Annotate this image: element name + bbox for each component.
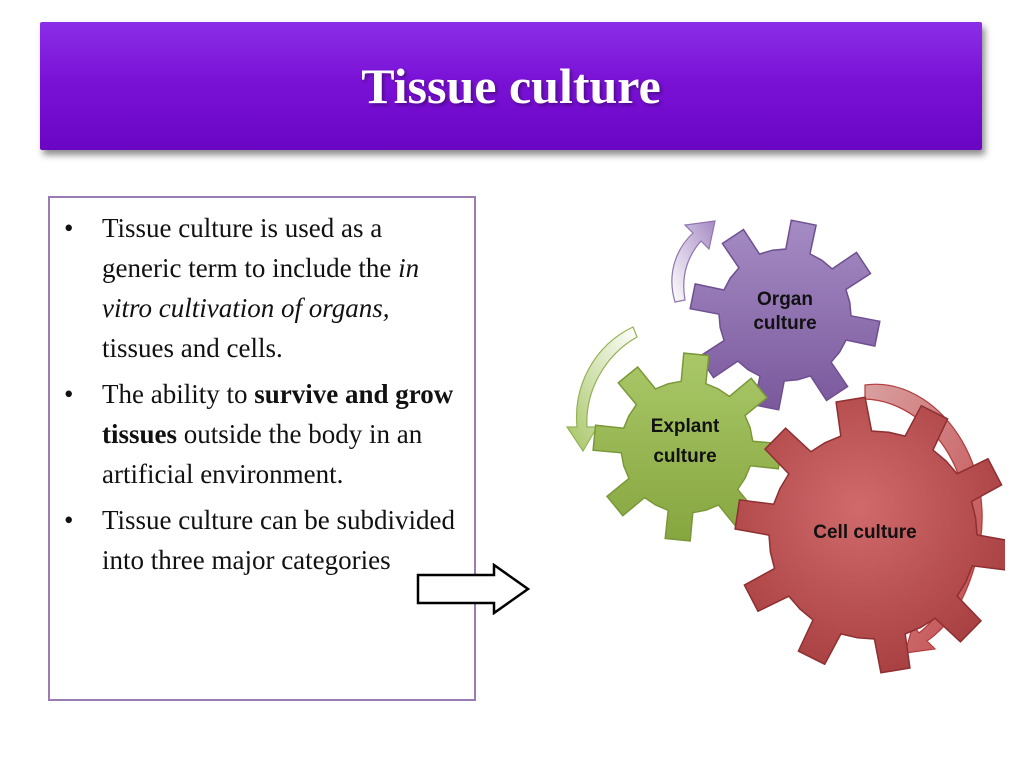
right-arrow-icon — [416, 563, 531, 615]
gear-diagram: Organ culture Explant culture Cell cultu… — [565, 219, 1005, 674]
bullet-3-text: Tissue culture can be subdivided into th… — [102, 505, 455, 575]
slide-title: Tissue culture — [361, 58, 661, 114]
cell-label: Cell culture — [813, 522, 916, 543]
bullet-item-2: • The ability to survive and grow tissue… — [60, 374, 466, 494]
bullet-2-text-a: The ability to — [102, 379, 255, 409]
bullet-marker: • — [64, 213, 74, 243]
bullet-text-box: • Tissue culture is used as a generic te… — [48, 196, 476, 701]
bullet-item-1: • Tissue culture is used as a generic te… — [60, 208, 466, 368]
bullet-1-text-a: Tissue culture is used as a generic term… — [102, 213, 399, 283]
bullet-1-italic: in vitro cultivation of organs, — [102, 253, 420, 323]
red-cycle-arrow — [864, 383, 983, 654]
organ-culture-gear — [689, 219, 881, 411]
cell-culture-gear — [734, 396, 1005, 674]
bullet-2-text-b: outside the body in an artificial enviro… — [102, 419, 423, 489]
title-bar: Tissue culture — [40, 22, 982, 150]
purple-cycle-arrow — [671, 220, 716, 303]
explant-label-line2: culture — [653, 446, 716, 467]
bullet-marker: • — [64, 505, 74, 535]
green-cycle-arrow — [565, 326, 638, 453]
bullet-marker: • — [64, 379, 74, 409]
organ-label-line1: Organ — [757, 289, 813, 310]
organ-label-line2: culture — [753, 313, 816, 334]
bullet-1-text-b: tissues and cells. — [102, 333, 283, 363]
bullet-2-bold: survive and grow tissues — [102, 379, 454, 449]
bullet-item-3: • Tissue culture can be subdivided into … — [60, 500, 466, 580]
bullet-list: • Tissue culture is used as a generic te… — [50, 198, 474, 580]
explant-label-line1: Explant — [651, 416, 720, 437]
